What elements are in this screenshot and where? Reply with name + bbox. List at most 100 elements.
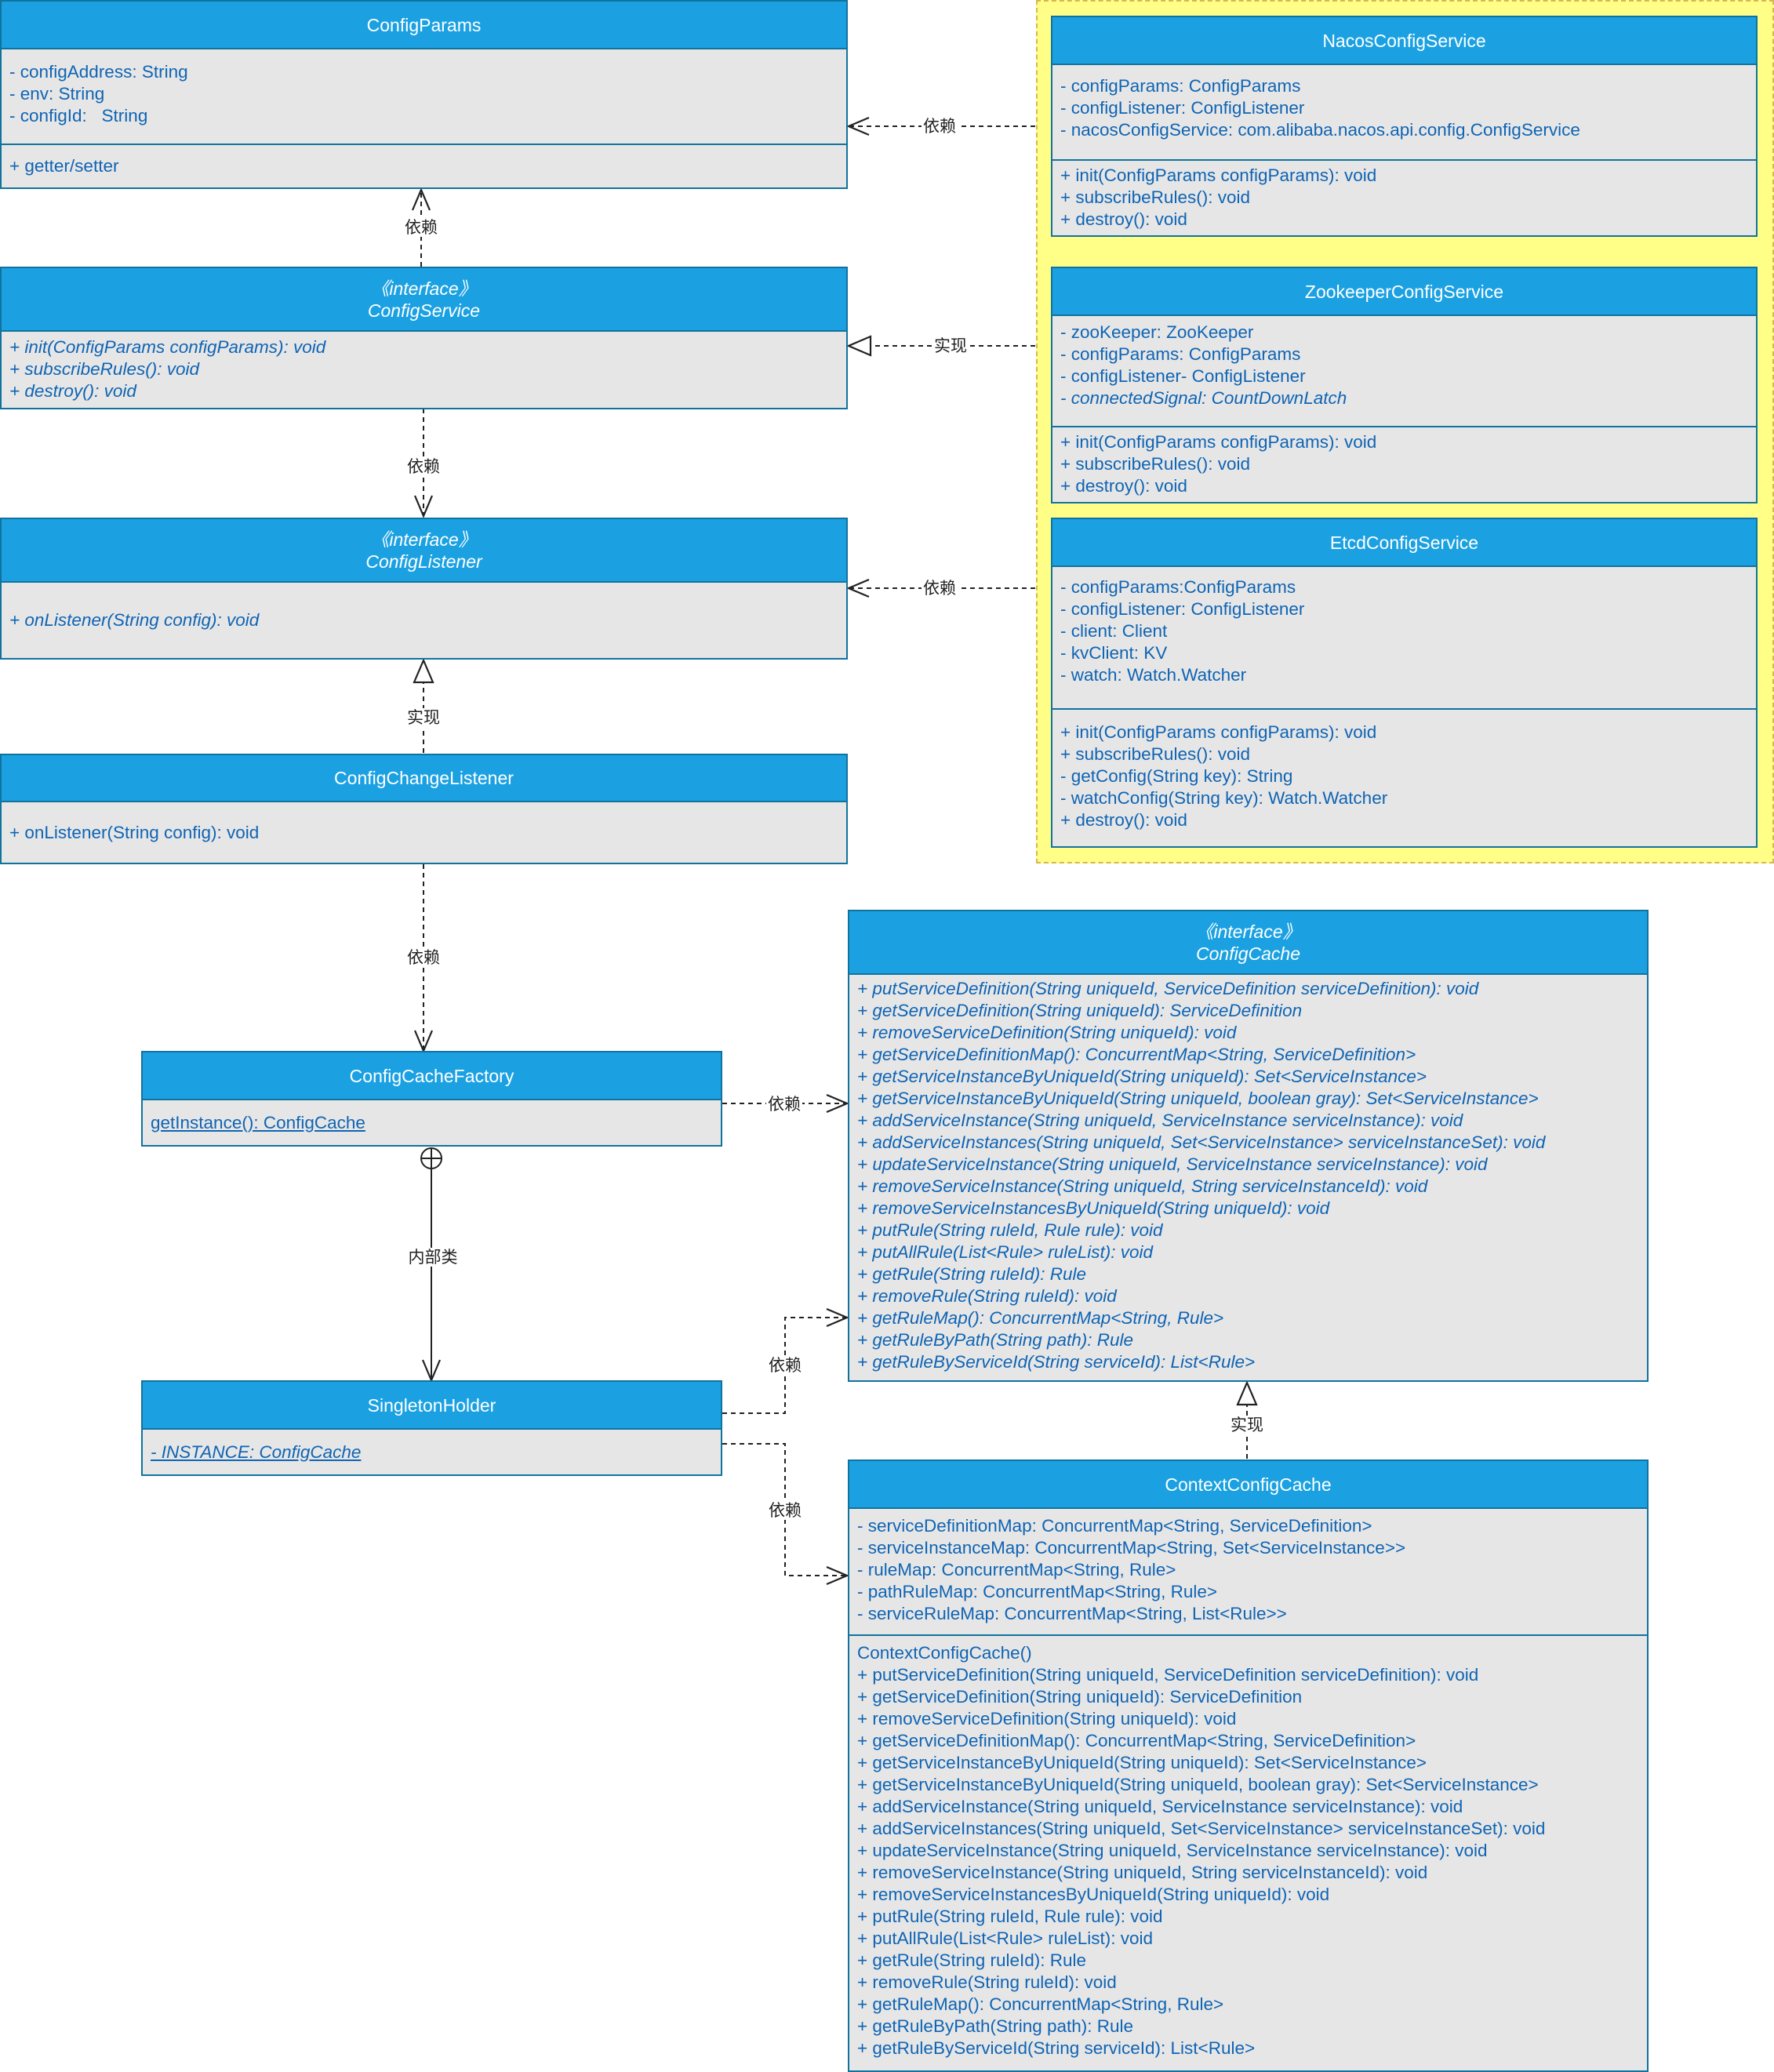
class-context-config-cache[interactable]: ContextConfigCache - serviceDefinitionMa… [848, 1459, 1649, 2072]
method: + getRuleByServiceId(String serviceId): … [857, 2038, 1256, 2058]
method: + getServiceInstanceByUniqueId(String un… [857, 1067, 1427, 1086]
interface-config-listener[interactable]: 《interface》 ConfigListener + onListener(… [0, 518, 848, 660]
method: + getServiceInstanceByUniqueId(String un… [857, 1089, 1539, 1108]
attribute: - configParams:ConfigParams [1060, 577, 1296, 597]
method: + getRuleByPath(String path): Rule [857, 1330, 1134, 1350]
methods-section: getInstance(): ConfigCache [143, 1100, 721, 1145]
method: + putAllRule(List<Rule> ruleList): void [857, 1242, 1154, 1262]
methods-section: + init(ConfigParams configParams): void … [1052, 426, 1756, 497]
class-header: NacosConfigService [1052, 17, 1756, 65]
method: + onListener(String config): void [9, 822, 260, 842]
attribute: - configListener: ConfigListener [1060, 599, 1305, 619]
method: + removeServiceDefinition(String uniqueI… [857, 1023, 1237, 1042]
label-zookeeper-to-service: 实现 [932, 336, 969, 355]
method: + removeRule(String ruleId): void [857, 1286, 1117, 1306]
method: + init(ConfigParams configParams): void [1060, 432, 1377, 452]
attribute: - serviceInstanceMap: ConcurrentMap<Stri… [857, 1538, 1406, 1558]
class-header: 《interface》 ConfigService [2, 268, 846, 332]
class-title: ConfigParams [366, 14, 482, 35]
class-nacos-config-service[interactable]: NacosConfigService - configParams: Confi… [1051, 16, 1758, 237]
label-nacos-to-params: 依赖 [922, 117, 958, 136]
methods-section: + onListener(String config): void [2, 802, 846, 863]
methods-section: + putServiceDefinition(String uniqueId, … [849, 975, 1647, 1373]
method: + updateServiceInstance(String uniqueId,… [857, 1154, 1488, 1174]
method: + getServiceInstanceByUniqueId(String un… [857, 1775, 1539, 1794]
label-etcd-to-listener: 依赖 [922, 579, 958, 598]
method: + getRuleByPath(String path): Rule [857, 2016, 1134, 2036]
method: + addServiceInstances(String uniqueId, S… [857, 1132, 1546, 1152]
method: + init(ConfigParams configParams): void [1060, 165, 1377, 185]
method: + addServiceInstances(String uniqueId, S… [857, 1819, 1546, 1838]
method: getInstance(): ConfigCache [151, 1112, 365, 1132]
class-title: EtcdConfigService [1329, 532, 1479, 553]
class-title: NacosConfigService [1322, 30, 1486, 51]
attribute: - configAddress: String [9, 62, 188, 82]
class-etcd-config-service[interactable]: EtcdConfigService - configParams:ConfigP… [1051, 518, 1758, 848]
class-header: SingletonHolder [143, 1382, 721, 1430]
method: + putRule(String ruleId, Rule rule): voi… [857, 1907, 1163, 1926]
class-header: 《interface》 ConfigCache [849, 911, 1647, 975]
method: + removeServiceInstance(String uniqueId,… [857, 1863, 1428, 1882]
method: + destroy(): void [1060, 209, 1187, 229]
method: + subscribeRules(): void [1060, 744, 1250, 764]
stereotype-label: 《interface》 [1195, 921, 1301, 942]
attribute: - nacosConfigService: com.alibaba.nacos.… [1060, 120, 1580, 140]
class-title: ConfigListener [365, 551, 482, 572]
class-title: ConfigCacheFactory [349, 1065, 514, 1086]
class-header: ConfigChangeListener [2, 755, 846, 802]
methods-section: + init(ConfigParams configParams): void … [1052, 159, 1756, 231]
method: + subscribeRules(): void [1060, 454, 1250, 474]
class-header: ConfigCacheFactory [143, 1052, 721, 1100]
method: + putServiceDefinition(String uniqueId, … [857, 979, 1479, 998]
class-title: ConfigService [367, 300, 481, 321]
method: + removeServiceInstancesByUniqueId(Strin… [857, 1885, 1330, 1904]
interface-config-cache[interactable]: 《interface》 ConfigCache + putServiceDefi… [848, 910, 1649, 1382]
method: + getServiceDefinition(String uniqueId):… [857, 1687, 1303, 1707]
methods-section: ContextConfigCache() + putServiceDefinit… [849, 1634, 1647, 2059]
attributes-section: - configParams: ConfigParams - configLis… [1052, 65, 1756, 159]
attribute: - serviceRuleMap: ConcurrentMap<String, … [857, 1604, 1287, 1623]
class-config-params[interactable]: ConfigParams - configAddress: String - e… [0, 0, 848, 189]
attribute: - ruleMap: ConcurrentMap<String, Rule> [857, 1560, 1176, 1579]
method: + destroy(): void [1060, 476, 1187, 496]
attribute: - serviceDefinitionMap: ConcurrentMap<St… [857, 1516, 1372, 1536]
attribute: - client: Client [1060, 621, 1168, 641]
method: + getServiceDefinitionMap(): ConcurrentM… [857, 1731, 1416, 1750]
label-service-to-listener: 依赖 [405, 457, 442, 476]
method: - watchConfig(String key): Watch.Watcher [1060, 788, 1388, 808]
attributes-section: - zooKeeper: ZooKeeper - configParams: C… [1052, 316, 1756, 426]
class-title: ConfigChangeListener [334, 768, 514, 788]
method: + getRuleByServiceId(String serviceId): … [857, 1352, 1256, 1372]
attribute: - connectedSignal: CountDownLatch [1060, 388, 1347, 408]
method: + removeServiceInstancesByUniqueId(Strin… [857, 1198, 1330, 1218]
label-holder-to-context-cache: 依赖 [767, 1501, 803, 1520]
interface-config-service[interactable]: 《interface》 ConfigService + init(ConfigP… [0, 267, 848, 409]
class-config-change-listener[interactable]: ConfigChangeListener + onListener(String… [0, 754, 848, 864]
methods-section: + getter/setter [2, 144, 846, 187]
method: + getRuleMap(): ConcurrentMap<String, Ru… [857, 1994, 1224, 2014]
method: + destroy(): void [9, 381, 136, 401]
attribute: - env: String [9, 84, 105, 104]
stereotype-label: 《interface》 [371, 278, 477, 299]
class-header: ZookeeperConfigService [1052, 268, 1756, 316]
label-change-listener-to-factory: 依赖 [405, 948, 442, 967]
class-title: SingletonHolder [367, 1394, 496, 1416]
method: + subscribeRules(): void [1060, 187, 1250, 207]
method: - getConfig(String key): String [1060, 766, 1293, 786]
class-title: ZookeeperConfigService [1304, 281, 1504, 302]
method: + getServiceDefinitionMap(): ConcurrentM… [857, 1045, 1416, 1064]
class-title: ContextConfigCache [1165, 1474, 1332, 1495]
method: + init(ConfigParams configParams): void [1060, 722, 1377, 742]
method: + removeServiceDefinition(String uniqueI… [857, 1709, 1237, 1728]
attribute: - watch: Watch.Watcher [1060, 665, 1247, 685]
label-holder-to-cache: 依赖 [767, 1356, 803, 1375]
class-header: 《interface》 ConfigListener [2, 519, 846, 583]
methods-section: + init(ConfigParams configParams): void … [2, 332, 846, 402]
attributes-section: - configParams:ConfigParams - configList… [1052, 567, 1756, 708]
class-zookeeper-config-service[interactable]: ZookeeperConfigService - zooKeeper: ZooK… [1051, 267, 1758, 503]
class-singleton-holder[interactable]: SingletonHolder - INSTANCE: ConfigCache [141, 1380, 722, 1476]
method: + getRule(String ruleId): Rule [857, 1950, 1087, 1970]
class-config-cache-factory[interactable]: ConfigCacheFactory getInstance(): Config… [141, 1051, 722, 1147]
attribute: - configListener- ConfigListener [1060, 366, 1306, 386]
attributes-section: - configAddress: String - env: String - … [2, 49, 846, 144]
